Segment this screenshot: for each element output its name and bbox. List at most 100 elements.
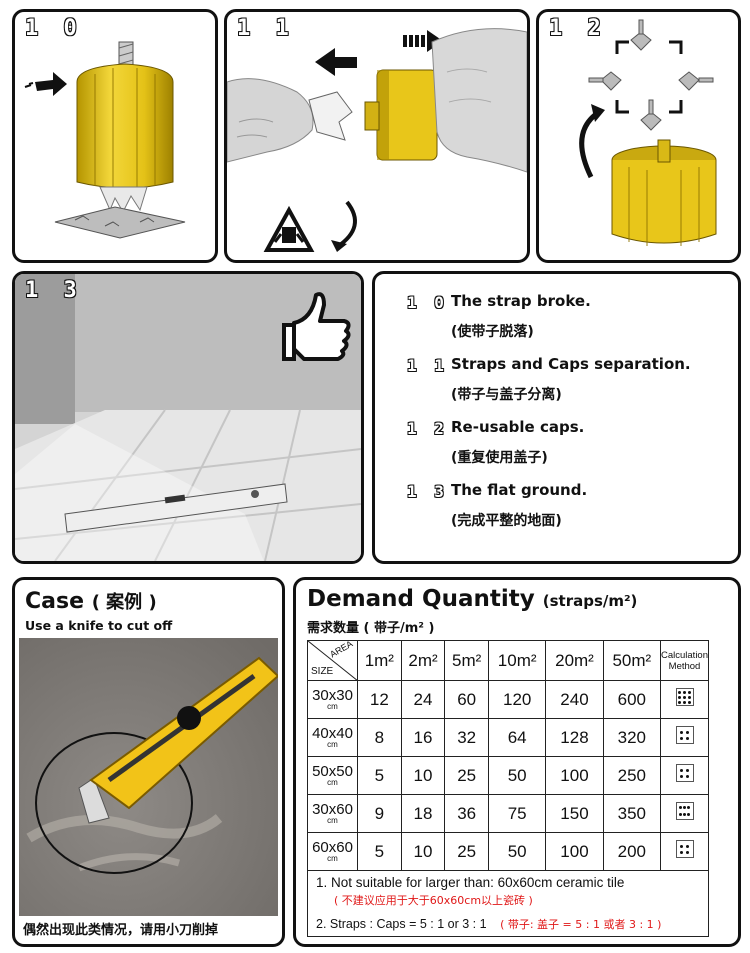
quantity-cell: 240 (545, 680, 604, 719)
step-number: 1 0 (24, 15, 83, 42)
demand-title-cn: 需求数量 ( 带子/m² ) (307, 621, 435, 636)
quantity-cell: 150 (545, 794, 604, 833)
description-number: 1 3 (407, 482, 448, 501)
demand-table: AREA SIZE 1m² 2m² 5m² 10m² 20m² 50m² Cal… (307, 639, 709, 871)
quantity-cell: 60 (444, 680, 490, 719)
quantity-cell: 200 (602, 832, 662, 871)
description-list: 1 0 The strap broke. (使带子脱落) 1 1 Straps … (407, 291, 737, 543)
tile-grid-icon (675, 726, 694, 744)
separation-illustration (227, 28, 527, 252)
calculation-cell (660, 718, 709, 757)
tile-grid-icon (675, 802, 694, 820)
description-item: 1 2 Re-usable caps. (重复使用盖子) (407, 417, 737, 468)
tile-size-unit: cm (327, 701, 338, 711)
quantity-cell: 12 (357, 680, 402, 719)
description-cn: (使带子脱落) (451, 324, 534, 340)
quantity-cell: 120 (488, 680, 547, 719)
tile-size: 60x60 (312, 838, 353, 856)
quantity-cell: 600 (602, 680, 662, 719)
description-number: 1 1 (407, 356, 448, 375)
case-subtitle: Use a knife to cut off (25, 618, 173, 633)
quantity-cell: 100 (545, 832, 604, 871)
notes-box: 1. Not suitable for larger than: 60x60cm… (307, 869, 709, 937)
case-footer: 偶然出现此类情况，请用小刀削掉 (23, 923, 219, 938)
quantity-cell: 8 (357, 718, 402, 757)
tile-size: 50x50 (312, 762, 353, 780)
step-number: 1 3 (24, 277, 83, 304)
area-header: 2m² (400, 640, 446, 681)
quantity-cell: 9 (357, 794, 402, 833)
quantity-cell: 250 (602, 756, 662, 795)
table-header-row: AREA SIZE 1m² 2m² 5m² 10m² 20m² 50m² Cal… (307, 639, 709, 681)
quantity-cell: 36 (444, 794, 490, 833)
area-header: 5m² (444, 640, 490, 681)
description-en: Straps and Caps separation. (451, 355, 691, 373)
description-item: 1 3 The flat ground. (完成平整的地面) (407, 480, 737, 531)
calculation-cell (660, 794, 709, 833)
corner-diagonal (308, 641, 358, 681)
area-header: 20m² (545, 640, 604, 681)
note-2-cn: ( 带子: 盖子 = 5 : 1 或者 3 : 1 ) (500, 918, 662, 931)
quantity-cell: 75 (488, 794, 547, 833)
tile-grid-icon (675, 764, 694, 782)
quantity-cell: 50 (488, 756, 547, 795)
note-2: 2. Straps : Caps = 5 : 1 or 3 : 1 ( 带子: … (316, 917, 662, 931)
description-en: Re-usable caps. (451, 418, 585, 436)
quantity-cell: 24 (400, 680, 446, 719)
step-number: 1 2 (548, 15, 607, 42)
step-11-panel: 1 1 (224, 9, 530, 263)
tile-size-unit: cm (327, 853, 338, 863)
calculation-header: Calculation Method (660, 640, 709, 681)
quantity-cell: 350 (602, 794, 662, 833)
case-panel: Case ( 案例 ) Use a knife to cut off 偶然出现此… (12, 577, 285, 947)
quantity-cell: 10 (400, 756, 446, 795)
description-item: 1 1 Straps and Caps separation. (带子与盖子分离… (407, 354, 737, 405)
step-number: 1 1 (236, 15, 295, 42)
description-cn: (重复使用盖子) (451, 450, 548, 466)
step-12-panel: 1 2 (536, 9, 741, 263)
description-number: 1 0 (407, 293, 448, 312)
description-en: The flat ground. (451, 481, 588, 499)
tile-size: 30x30 (312, 686, 353, 704)
recycle-icon (263, 205, 315, 252)
quantity-cell: 25 (444, 756, 490, 795)
calculation-cell (660, 832, 709, 871)
spirit-level-icon (64, 483, 288, 533)
demand-title: Demand Quantity (straps/m²) (307, 586, 638, 612)
quantity-cell: 5 (357, 756, 402, 795)
step-13-panel: 1 3 (12, 271, 364, 564)
demand-unit: (straps/m²) (542, 592, 638, 610)
corner-cell: AREA SIZE (307, 639, 358, 681)
description-en: The strap broke. (451, 292, 591, 310)
tile-size: 30x60 (312, 800, 353, 818)
quantity-cell: 100 (545, 756, 604, 795)
corner-size-label: SIZE (311, 666, 334, 677)
tile-grid-icon (675, 688, 694, 706)
description-item: 1 0 The strap broke. (使带子脱落) (407, 291, 737, 342)
tile-size-unit: cm (327, 777, 338, 787)
flat-ground-illustration (15, 274, 361, 561)
quantity-cell: 50 (488, 832, 547, 871)
quantity-cell: 64 (488, 718, 547, 757)
quantity-cell: 128 (545, 718, 604, 757)
step-10-panel: 1 0 (12, 9, 218, 263)
reusable-caps-illustration (579, 19, 717, 246)
arrow-left-icon (315, 48, 357, 76)
calculation-cell (660, 756, 709, 795)
tile-size-unit: cm (327, 815, 338, 825)
description-number: 1 2 (407, 419, 448, 438)
knife-photo (19, 638, 278, 916)
description-cn: (完成平整的地面) (451, 513, 562, 529)
quantity-cell: 32 (444, 718, 490, 757)
description-panel: 1 0 The strap broke. (使带子脱落) 1 1 Straps … (372, 271, 741, 564)
case-title-cn: ( 案例 ) (91, 592, 157, 613)
thumbs-up-icon (282, 292, 351, 361)
